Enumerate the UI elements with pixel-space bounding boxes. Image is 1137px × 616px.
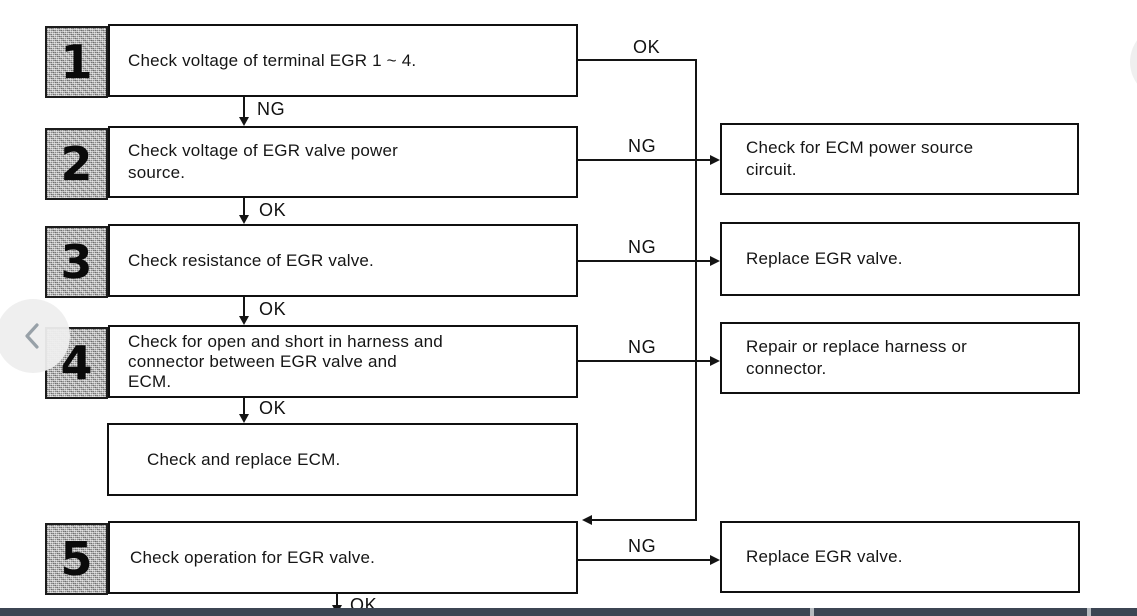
step-box-4-text-line2: connector between EGR valve and (128, 351, 397, 371)
edge-label-step2-ng: NG (628, 136, 657, 156)
step-box-5: Check operation for EGR valve. (108, 521, 578, 594)
edge-label-step4-ok: OK (259, 398, 287, 418)
arrowhead-step3-ng (710, 256, 720, 266)
edge-step5-ng-line (578, 559, 711, 561)
arrowhead-step2-ng (710, 155, 720, 165)
final-step-box: Check and replace ECM. (107, 423, 578, 496)
action-box-4-text: Replace EGR valve. (746, 547, 903, 566)
arrowhead-step4-ok (239, 414, 249, 423)
step-box-2: Check voltage of EGR valve power source. (108, 126, 578, 198)
edge-label-step4-ng: NG (628, 337, 657, 357)
bottom-bar-divider-2 (1087, 608, 1091, 616)
edge-step5-ok-line (336, 594, 338, 607)
step-number-2: 2 (60, 137, 93, 191)
step-box-3-text: Check resistance of EGR valve. (128, 250, 374, 270)
edge-ok-trunk-line (695, 59, 697, 521)
step-box-2-text-line1: Check voltage of EGR valve power (128, 141, 399, 160)
edge-step3-ng-line (578, 260, 711, 262)
edge-step4-ng-line (578, 360, 711, 362)
step-number-1: 1 (60, 35, 93, 89)
edge-label-step3-ng: NG (628, 237, 657, 257)
action-box-1-text-line2: circuit. (746, 160, 797, 179)
step-box-3: Check resistance of EGR valve. (108, 224, 578, 297)
action-box-3: Repair or replace harness or connector. (720, 322, 1080, 394)
arrowhead-step5-ng (710, 555, 720, 565)
action-box-3-text-line2: connector. (746, 359, 827, 378)
bottom-bar-divider-1 (810, 608, 814, 616)
action-box-3-text-line1: Repair or replace harness or (746, 337, 968, 356)
step-box-1: Check voltage of terminal EGR 1 ~ 4. (108, 24, 578, 97)
edge-step3-ok-line (243, 297, 245, 317)
step-box-4: Check for open and short in harness and … (108, 325, 578, 398)
action-box-1: Check for ECM power source circuit. (720, 123, 1079, 195)
step-number-5: 5 (60, 532, 93, 586)
edge-step1-ok-line (578, 59, 697, 61)
edge-step1-ng-line (243, 97, 245, 119)
step-box-4-text-line1: Check for open and short in harness and (128, 331, 443, 351)
edge-label-step3-ok: OK (259, 299, 287, 319)
step-box-4-text-line3: ECM. (128, 371, 172, 391)
edge-label-step2-ok: OK (259, 200, 287, 220)
arrowhead-step1-ng (239, 117, 249, 126)
edge-step4-ok-line (243, 398, 245, 415)
arrowhead-step2-ok (239, 215, 249, 224)
chevron-left-icon (25, 323, 39, 349)
arrowhead-step3-ok (239, 316, 249, 325)
step-box-1-text: Check voltage of terminal EGR 1 ~ 4. (128, 50, 417, 70)
action-box-2-text: Replace EGR valve. (746, 249, 903, 268)
edge-return-to-step5-line (592, 519, 697, 521)
step-box-2-text-line2: source. (128, 163, 186, 182)
edge-step2-ng-line (578, 159, 711, 161)
step-badge-5: 5 (45, 523, 108, 595)
step-badge-1: 1 (45, 26, 108, 98)
step-badge-3: 3 (45, 226, 108, 298)
edge-label-step1-ok: OK (633, 37, 661, 57)
final-step-text: Check and replace ECM. (147, 449, 341, 469)
edge-label-step1-ng: NG (257, 99, 286, 119)
edge-step2-ok-line (243, 198, 245, 217)
action-box-2: Replace EGR valve. (720, 222, 1080, 296)
nav-next-button[interactable] (1130, 25, 1137, 99)
arrowhead-into-step5 (582, 515, 592, 525)
step-box-5-text: Check operation for EGR valve. (130, 547, 376, 567)
step-number-3: 3 (60, 235, 93, 289)
action-box-1-text-line1: Check for ECM power source (746, 138, 974, 157)
bottom-bar (0, 608, 1137, 616)
edge-label-step5-ng: NG (628, 536, 657, 556)
step-badge-2: 2 (45, 128, 108, 200)
action-box-4: Replace EGR valve. (720, 521, 1080, 593)
arrowhead-step4-ng (710, 356, 720, 366)
nav-prev-button[interactable] (0, 299, 70, 373)
